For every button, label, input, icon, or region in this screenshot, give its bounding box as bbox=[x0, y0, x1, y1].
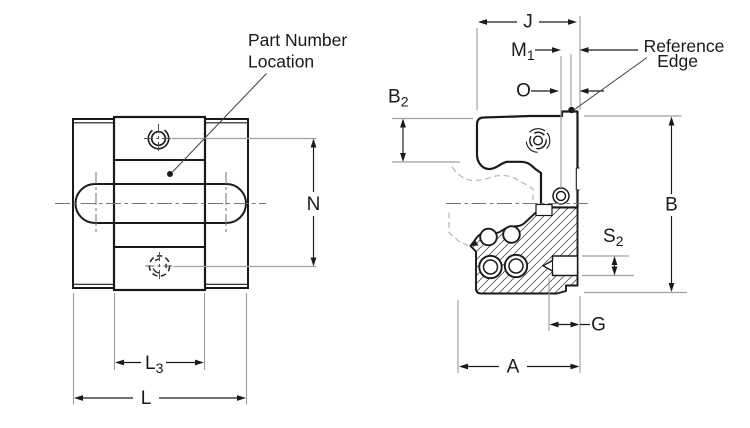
reference-groove-mask bbox=[575, 168, 580, 190]
reference-groove bbox=[575, 167, 580, 191]
arrow-s2-up bbox=[611, 256, 618, 265]
reference-edge-dot bbox=[568, 106, 575, 114]
arrow-l3-left bbox=[115, 359, 124, 366]
dim-label-b2: B2 bbox=[388, 87, 409, 110]
dimension-arrowheads bbox=[74, 19, 675, 401]
arrow-g-left bbox=[549, 321, 559, 328]
return-bore-left-inner bbox=[482, 259, 499, 275]
annotation-reference-edge-line1: Reference bbox=[644, 36, 725, 56]
annotation-part-number-line2: Location bbox=[248, 52, 314, 72]
dim-label-j: J bbox=[523, 12, 533, 33]
arrow-g-right bbox=[570, 321, 580, 328]
dim-label-m1: M1 bbox=[511, 40, 535, 63]
front-view bbox=[55, 115, 266, 292]
leader-part-number bbox=[172, 73, 267, 173]
arrow-b-down bbox=[668, 283, 675, 292]
thread-centerlines bbox=[144, 124, 173, 153]
seal-lip bbox=[470, 240, 479, 246]
grease-port-inner bbox=[533, 135, 544, 146]
ext-b bbox=[584, 115, 687, 294]
arrow-j-left bbox=[478, 19, 487, 25]
ball-upper-right bbox=[502, 225, 521, 244]
dim-label-l: L bbox=[141, 388, 152, 409]
lube-port-inner bbox=[555, 190, 567, 202]
dim-label-a: A bbox=[507, 357, 520, 378]
ext-b2 bbox=[392, 117, 473, 163]
arrow-a-right bbox=[570, 363, 580, 370]
return-bore-right-outer bbox=[503, 253, 529, 279]
leader-lines bbox=[172, 57, 648, 173]
thread-outer-arc bbox=[147, 127, 170, 150]
ext-s2 bbox=[582, 255, 634, 277]
arrow-m1-right bbox=[579, 47, 589, 53]
arrow-a-left bbox=[459, 363, 468, 370]
arrow-j-right bbox=[568, 19, 577, 25]
hidden-thread-inner-arc bbox=[152, 258, 167, 274]
extension-lines bbox=[72, 16, 687, 405]
arrow-m1-left bbox=[552, 47, 561, 53]
arrow-o-left bbox=[550, 88, 559, 94]
dim-label-s2: S2 bbox=[603, 226, 624, 249]
arrow-o-right bbox=[579, 88, 589, 94]
arrow-n-up bbox=[310, 138, 317, 148]
hidden-thread-centerlines bbox=[145, 252, 172, 280]
arrow-b2-up bbox=[400, 118, 406, 128]
grease-port-ring bbox=[529, 131, 547, 150]
arc-centerlines bbox=[95, 172, 227, 233]
labels: N L3 L J M1 O B2 B S2 G A Part Number Lo… bbox=[141, 12, 725, 410]
dim-label-g: G bbox=[591, 315, 606, 336]
dimension-lines bbox=[83, 21, 673, 399]
dim-label-l3: L3 bbox=[145, 353, 164, 376]
chamfer-lines bbox=[73, 122, 248, 285]
hidden-rail-edge bbox=[448, 212, 469, 247]
annotation-reference-edge-line2: Edge bbox=[657, 51, 698, 71]
arrow-b2-down bbox=[400, 153, 406, 162]
carriage-upper-body bbox=[475, 110, 579, 209]
arrow-s2-down bbox=[611, 266, 618, 276]
recess-step bbox=[535, 203, 553, 217]
return-bore-right-inner bbox=[508, 258, 524, 274]
side-view bbox=[446, 106, 588, 295]
arrow-n-down bbox=[310, 257, 317, 267]
dim-label-n: N bbox=[307, 194, 321, 215]
dim-label-b: B bbox=[665, 195, 678, 216]
ext-l bbox=[72, 293, 248, 405]
ball-upper-left bbox=[479, 227, 498, 247]
arrow-l3-right bbox=[195, 359, 204, 366]
leader-reference-edge bbox=[574, 57, 648, 110]
part-number-dot bbox=[167, 171, 173, 177]
return-bore-left-outer bbox=[478, 254, 503, 280]
annotation-part-number-line1: Part Number bbox=[248, 30, 347, 50]
arrow-l-left bbox=[74, 395, 83, 401]
ext-l3 bbox=[113, 293, 206, 370]
arrow-l-right bbox=[237, 395, 246, 401]
arrow-b-up bbox=[668, 116, 675, 126]
lube-port-outer bbox=[552, 187, 570, 205]
dim-label-o: O bbox=[516, 81, 531, 102]
